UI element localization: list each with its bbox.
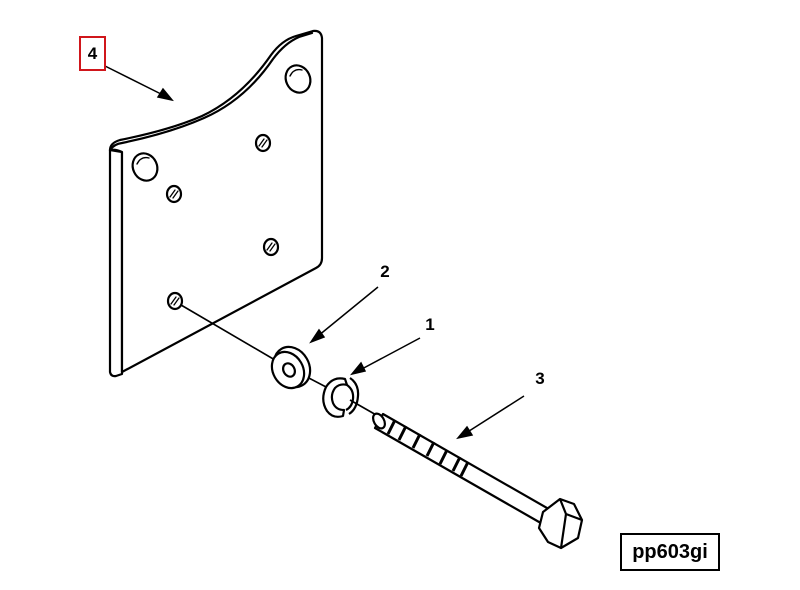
plate-top-edge [108, 31, 314, 152]
callout-number-1: 1 [425, 315, 434, 334]
arrowhead-bolt [456, 425, 474, 440]
flat-washer [270, 345, 312, 390]
plate-hole-small-2 [165, 184, 183, 204]
plate-hole-small-4 [166, 291, 184, 311]
mounting-plate [108, 29, 324, 378]
arrowhead-lock-washer [350, 361, 367, 376]
arrowhead-plate [156, 87, 174, 102]
plate-hole-large-left [131, 152, 159, 182]
plate-hole-small-1 [254, 133, 272, 153]
split-lock-washer [322, 377, 360, 418]
bolt-hex-head [537, 497, 584, 550]
arrowhead-washer [309, 328, 326, 344]
plate-side-face [108, 148, 124, 378]
callout-number-4-highlighted: 4 [79, 36, 106, 71]
figure-id-label: pp603gi [620, 533, 720, 571]
callout-number-2: 2 [380, 262, 389, 281]
plate-hole-large-upper [284, 64, 312, 94]
callout-number-3: 3 [535, 369, 544, 388]
bolt-threads [386, 419, 470, 477]
plate-front-face [108, 29, 324, 374]
leader-arrows [104, 65, 525, 440]
hex-bolt [372, 412, 584, 550]
plate-hole-small-3 [262, 237, 280, 257]
